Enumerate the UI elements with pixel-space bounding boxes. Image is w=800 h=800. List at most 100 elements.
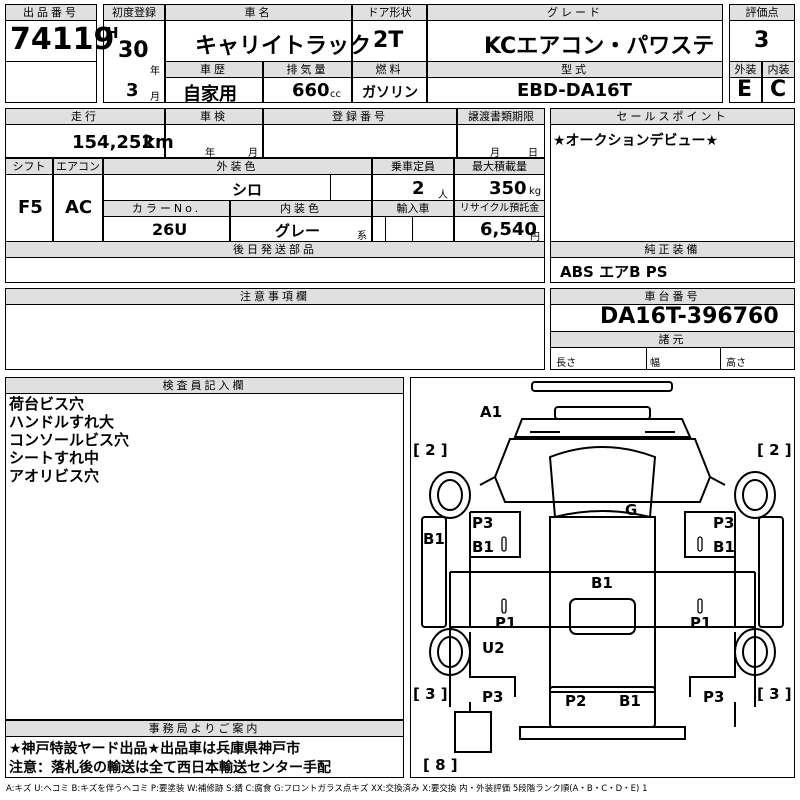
tire-label-rear-right: [ 3 ] (757, 685, 792, 703)
reg-no-box (263, 124, 457, 158)
inspector-line: ハンドルすれ大 (9, 413, 115, 431)
car-name: キャリイトラック (195, 34, 372, 59)
width-label: 幅 (650, 358, 660, 369)
inspection-label: 車検 (165, 108, 263, 125)
transfer-box (457, 124, 545, 158)
inspector-line: アオリビス穴 (9, 467, 100, 485)
inspector-line: コンソールビス穴 (9, 431, 130, 449)
displacement-box (263, 77, 352, 103)
damage-mark-b1-left-inner: B1 (472, 538, 494, 556)
shift-label: シフト (5, 158, 53, 175)
damage-mark-g: G (625, 501, 638, 519)
damage-mark-p1-left: P1 (495, 614, 517, 632)
reg-year-unit: 年 (150, 66, 160, 77)
transfer-label: 譲渡書類期限 (457, 108, 545, 125)
model-label: 型式 (427, 61, 723, 78)
history-box (165, 77, 263, 103)
insp-year-unit: 年 (205, 148, 215, 159)
score-label: 評価点 (729, 4, 795, 21)
lot-no-label: 出品番号 (5, 4, 97, 21)
office-line2: 注意：落札後の輸送は全て西日本輸送センター手配 (9, 760, 331, 776)
caution-label: 注意事項欄 (5, 288, 545, 305)
chassis-label: 車台番号 (550, 288, 795, 305)
ext-color-label: 外装色 (103, 158, 372, 175)
genuine: ABS エアB PS (560, 263, 668, 281)
later-parts-box (5, 257, 545, 283)
office-box (5, 736, 404, 778)
lot-blank-box (5, 61, 97, 103)
genuine-box (550, 257, 795, 283)
damage-mark-b1-center: B1 (591, 574, 613, 592)
reg-year: 30 (118, 38, 149, 63)
transfer-day-unit: 日 (528, 148, 538, 159)
damage-mark-b1-left-side: B1 (423, 530, 445, 548)
damage-mark-p3-left: P3 (472, 514, 494, 532)
transfer-month-unit: 月 (490, 148, 500, 159)
damage-mark-a1: A1 (480, 403, 503, 421)
door: 2T (373, 28, 404, 53)
specs-label: 諸元 (550, 331, 795, 348)
ext-color-divider (330, 174, 372, 201)
displacement: 660 (292, 80, 330, 101)
tire-label-spare: [ 8 ] (423, 756, 458, 774)
ac-label: エアコン (53, 158, 103, 175)
displacement-unit: cc (330, 89, 341, 100)
spec-width-cell (646, 347, 721, 370)
damage-mark-p3-right: P3 (713, 514, 735, 532)
capacity-label: 乗車定員 (372, 158, 454, 175)
damage-mark-p3-rear-left: P3 (482, 688, 504, 706)
damage-mark-p3-rear-right: P3 (703, 688, 725, 706)
displacement-label: 排気量 (263, 61, 352, 78)
import-divider (385, 216, 413, 242)
recycle: 6,540 (480, 219, 537, 240)
capacity: 2 (412, 178, 425, 199)
vehicle-diagram (410, 377, 795, 778)
damage-mark-p1-right: P1 (690, 614, 712, 632)
int-color-suffix: 系 (357, 231, 367, 242)
inspector-line: 荷台ビス穴 (9, 395, 85, 413)
car-name-label: 車名 (165, 4, 352, 21)
max-load: 350 (489, 178, 527, 199)
tire-label-front-left: [ 2 ] (413, 441, 448, 459)
int-color: グレー (275, 222, 321, 240)
inspector-notes: 荷台ビス穴 ハンドルすれ大 コンソールビス穴 シートすれ中 アオリビス穴 (9, 395, 129, 485)
inspector-box (5, 393, 404, 720)
mileage: 154,252 (72, 132, 154, 153)
model: EBD-DA16T (517, 80, 632, 101)
tire-label-front-right: [ 2 ] (757, 441, 792, 459)
damage-mark-u2: U2 (482, 639, 505, 657)
color-no: 26U (152, 220, 188, 239)
history-label: 車歴 (165, 61, 263, 78)
grade: KCエアコン・パワステ (484, 34, 715, 59)
caution-box (5, 304, 545, 370)
later-parts-label: 後日発送部品 (5, 241, 545, 258)
mileage-label: 走行 (5, 108, 165, 125)
reg-month: 3 (126, 80, 139, 101)
int-grade: C (770, 77, 787, 102)
length-label: 長さ (556, 358, 576, 369)
first-reg-box (103, 20, 165, 103)
ext-box (729, 77, 762, 103)
office-label: 事務局よりご案内 (5, 720, 404, 737)
fuel-box (352, 77, 427, 103)
color-no-label: カラーNo. (103, 200, 230, 217)
first-reg-label: 初度登録 (103, 4, 165, 21)
office-line1: ★神戸特設ヤード出品★出品車は兵庫県神戸市 (9, 741, 301, 757)
max-load-unit: kg (529, 186, 542, 197)
height-label: 高さ (726, 358, 746, 369)
recycle-label: リサイクル預託金 (454, 200, 545, 217)
inspection-box (165, 124, 263, 158)
int-box (762, 77, 795, 103)
model-box (427, 77, 723, 103)
fuel: ガソリン (362, 85, 418, 101)
truck-outline-svg (421, 381, 784, 753)
ext-label: 外装 (729, 61, 762, 78)
sales-point: ★オークションデビュー★ (553, 133, 719, 149)
int-label: 内装 (762, 61, 795, 78)
insp-month-unit: 月 (248, 148, 258, 159)
inspector-line: シートすれ中 (9, 449, 100, 467)
max-load-label: 最大積載量 (454, 158, 545, 175)
damage-mark-p2-rear: P2 (565, 692, 587, 710)
inspector-label: 検査員記入欄 (5, 377, 404, 394)
damage-mark-b1-rear: B1 (619, 692, 641, 710)
